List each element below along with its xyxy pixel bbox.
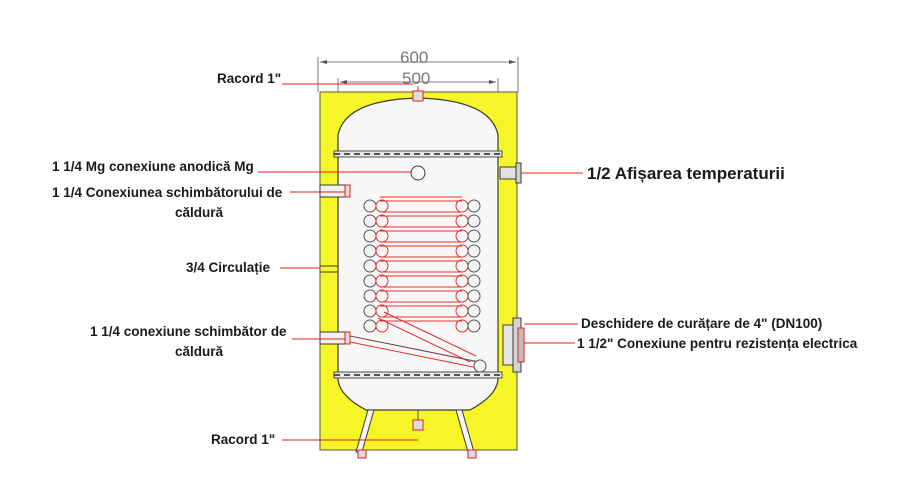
label-circulation: 3/4 Circulație — [186, 260, 271, 275]
coil-tube — [363, 319, 377, 333]
coil-tube — [363, 304, 377, 318]
bottom-fitting — [412, 410, 424, 431]
exchanger-top-pipe — [319, 184, 351, 198]
coil-tube — [467, 199, 481, 213]
cleaning-flange — [502, 317, 525, 373]
dimension-lines — [317, 57, 519, 100]
exchanger-bottom-pipe — [319, 331, 351, 345]
label-exchanger-top-line2: căldură — [175, 205, 224, 220]
coil-tube — [467, 244, 481, 258]
coil-tube — [363, 289, 377, 303]
inner-width-dimension: 500 — [402, 69, 430, 88]
label-cleaning-opening: Deschidere de curățare de 4" (DN100) — [581, 316, 822, 331]
label-top-connection: Racord 1" — [217, 71, 281, 86]
coil-return — [349, 335, 481, 363]
outer-width-dimension: 600 — [400, 48, 428, 67]
circulation-port — [320, 265, 338, 273]
coil-tube — [467, 274, 481, 288]
coil-tube — [363, 199, 377, 213]
coil-return — [383, 311, 477, 357]
coil-tube — [363, 229, 377, 243]
heat-exchanger-coil — [349, 196, 487, 373]
coil-tube — [363, 214, 377, 228]
coil-tube — [467, 229, 481, 243]
tank-legs — [355, 409, 477, 459]
anode-port — [410, 165, 426, 181]
label-anode: 1 1/4 Mg conexiune anodică Mg — [52, 159, 254, 174]
label-exchanger-top-line1: 1 1/4 Conexiunea schimbătorului de — [52, 185, 283, 200]
coil-tube — [363, 259, 377, 273]
coil-tube — [467, 214, 481, 228]
coil-tube — [467, 259, 481, 273]
coil-tube — [363, 244, 377, 258]
leader-lines — [258, 83, 583, 441]
label-exchanger-bottom-line1: 1 1/4 conexiune schimbător de — [90, 324, 287, 339]
label-temperature: 1/2 Afișarea temperaturii — [587, 164, 785, 183]
tank-body — [333, 97, 503, 411]
label-bottom-connection: Racord 1" — [211, 432, 275, 447]
label-exchanger-bottom-line2: căldură — [175, 344, 224, 359]
coil-return — [349, 341, 479, 369]
coil-return — [377, 317, 471, 363]
coil-tube — [467, 319, 481, 333]
label-heater-connection: 1 1/2" Conexiune pentru rezistența elect… — [577, 336, 858, 351]
top-fitting — [412, 86, 424, 102]
coil-tube — [467, 289, 481, 303]
coil-tube — [473, 359, 487, 373]
coil-tube — [467, 304, 481, 318]
coil-tube — [363, 274, 377, 288]
